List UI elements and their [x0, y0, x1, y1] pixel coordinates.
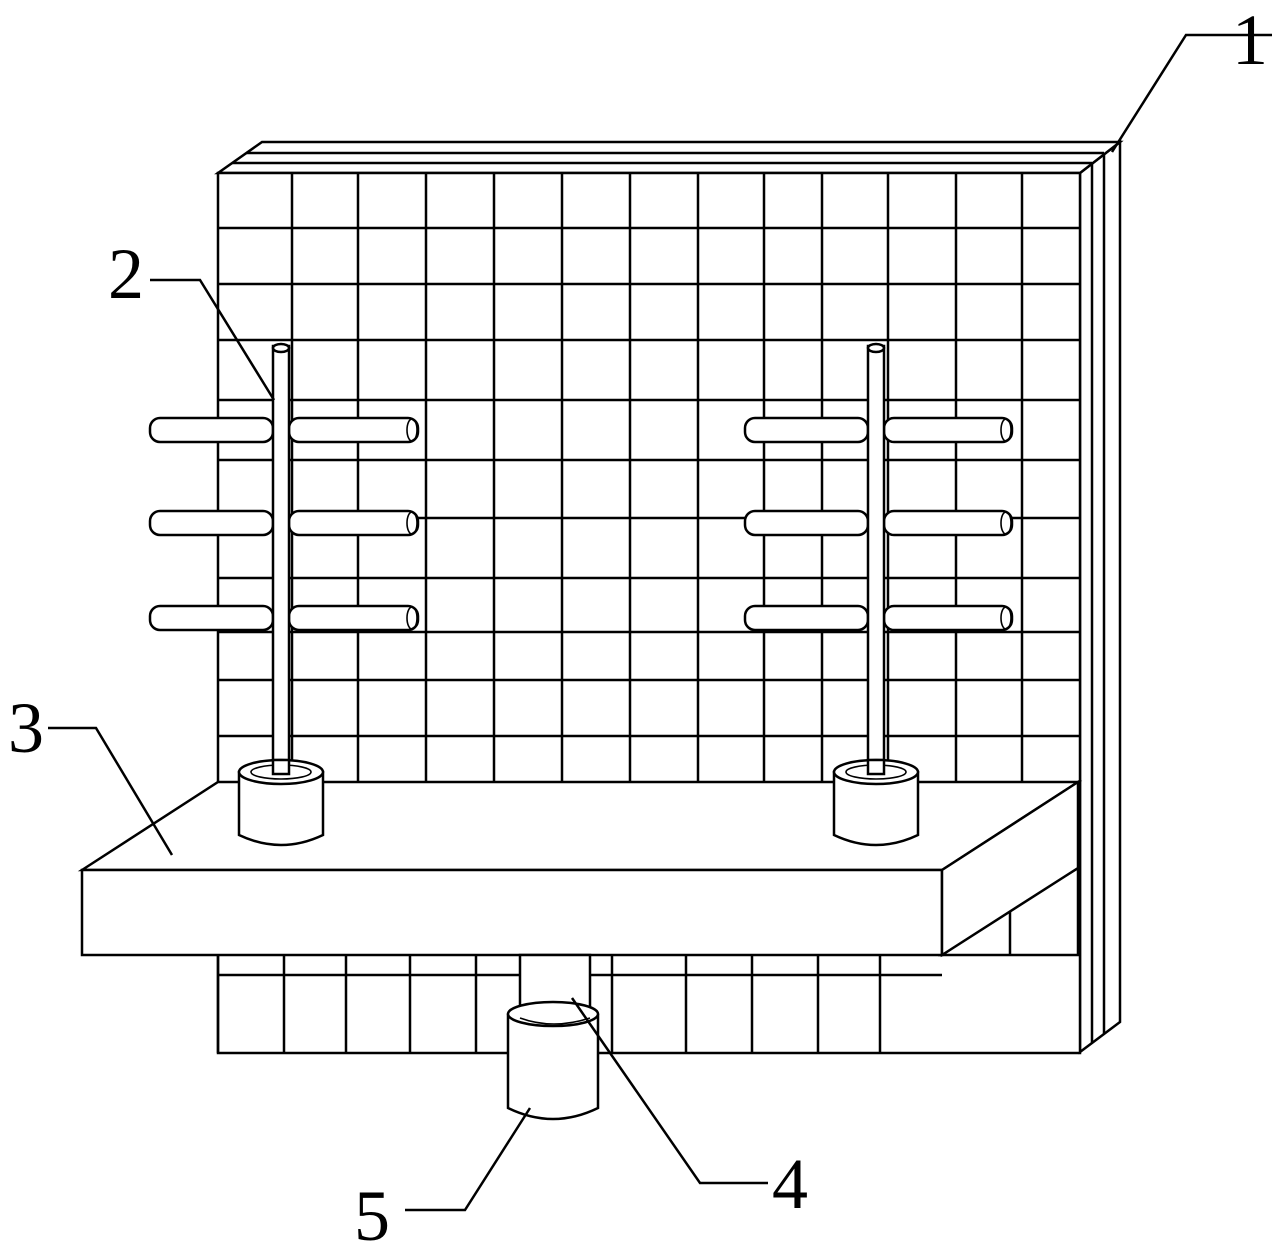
hook-bar [148, 509, 275, 537]
hook-bar [148, 604, 275, 632]
shelf [77, 779, 1083, 958]
hook-bar-end [1000, 606, 1012, 630]
bracket-left [148, 342, 420, 847]
label-4: 4 [772, 1144, 808, 1224]
hook-bar [882, 416, 1014, 444]
bracket-right [743, 342, 1014, 847]
hook-bar-end [1000, 511, 1012, 535]
hook-bar [743, 416, 870, 444]
tile-grid [216, 173, 1080, 1053]
label-5: 5 [354, 1176, 390, 1249]
leader-lines [48, 33, 1272, 1212]
bracket-rod [271, 344, 291, 776]
hook-bar-end [1000, 418, 1012, 442]
hook-bar [743, 604, 870, 632]
pipe-sleeve [506, 1000, 600, 1121]
rod-foot [271, 758, 291, 776]
hook-bar [882, 604, 1014, 632]
rod-foot [866, 758, 886, 776]
bracket-cup [237, 770, 325, 847]
hook-bar [287, 604, 420, 632]
bracket-rod [866, 344, 886, 776]
hook-bar [743, 509, 870, 537]
bracket-cup [832, 770, 920, 847]
hook-bar [148, 416, 275, 444]
hook-bar-end [406, 511, 418, 535]
label-3: 3 [8, 688, 44, 768]
label-2: 2 [108, 234, 144, 314]
hook-bar [287, 509, 420, 537]
hook-bar-end [406, 606, 418, 630]
hook-bar-end [406, 418, 418, 442]
hook-bar [882, 509, 1014, 537]
hook-bar [287, 416, 420, 444]
label-1: 1 [1232, 0, 1268, 80]
rod-cap [271, 342, 291, 354]
rod-cap [866, 342, 886, 354]
